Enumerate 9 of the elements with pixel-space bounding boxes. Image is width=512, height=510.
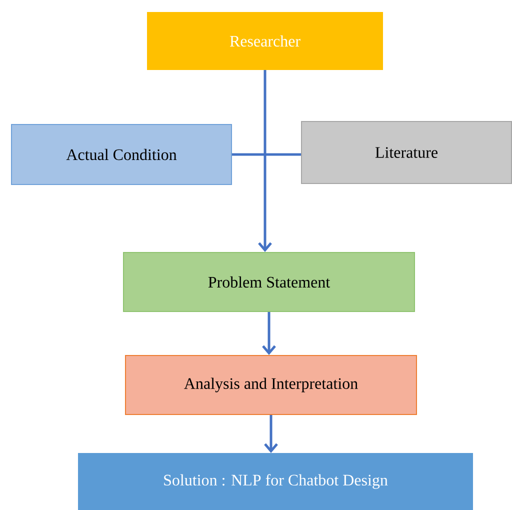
arrow <box>262 312 276 355</box>
arrow <box>264 415 278 453</box>
process-box: Problem Statement <box>123 252 415 312</box>
process-box: Analysis and Interpretation <box>125 355 417 415</box>
process-box: Actual Condition <box>11 124 232 185</box>
process-box: Solution : NLP for Chatbot Design <box>78 453 473 510</box>
process-box: Researcher <box>147 12 383 70</box>
process-box: Literature <box>301 121 512 184</box>
arrow <box>258 70 272 252</box>
